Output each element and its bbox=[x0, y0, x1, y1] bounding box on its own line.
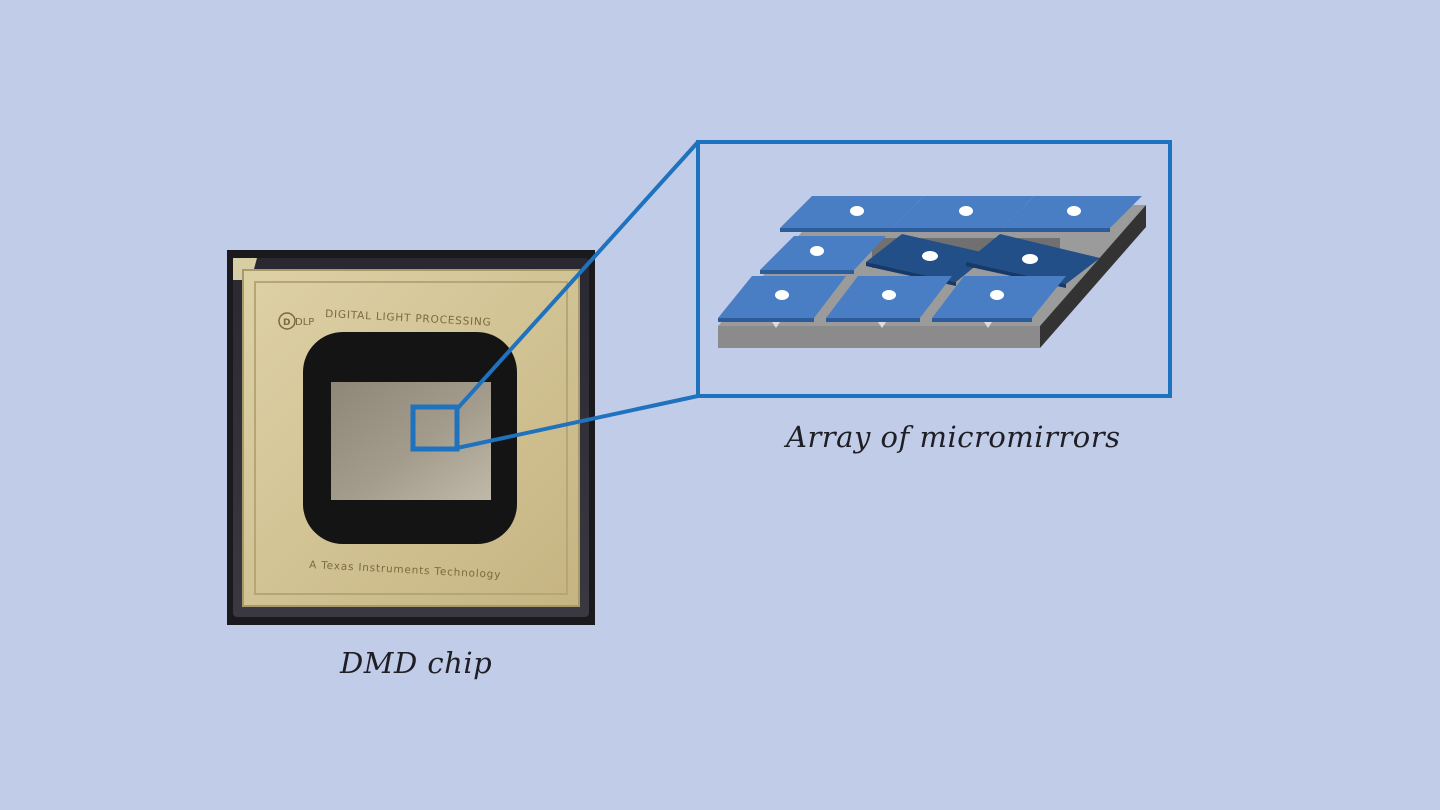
mirror-hinge bbox=[810, 246, 824, 256]
substrate-shadow bbox=[872, 238, 1060, 268]
substrate-side bbox=[1040, 205, 1146, 348]
micromirror-array bbox=[718, 196, 1146, 348]
svg-text:D: D bbox=[283, 318, 290, 328]
mirror-post bbox=[878, 322, 886, 328]
mirror bbox=[780, 196, 924, 228]
active-mirror-area bbox=[331, 382, 491, 500]
tilted-mirror bbox=[966, 234, 1100, 284]
mirror bbox=[892, 196, 1034, 228]
mirror-hinge bbox=[850, 206, 864, 216]
mirror bbox=[826, 276, 952, 318]
mirror-hinge bbox=[1067, 206, 1081, 216]
mirror-post bbox=[984, 322, 992, 328]
mirror bbox=[1002, 196, 1142, 228]
micromirror-array-caption: Array of micromirrors bbox=[786, 420, 1121, 454]
mirror-row-middle bbox=[760, 234, 1100, 288]
mirror bbox=[718, 276, 846, 318]
zoom-frame bbox=[698, 142, 1170, 396]
tilted-mirror bbox=[866, 234, 990, 282]
mirror-hinge bbox=[1022, 254, 1038, 264]
mirror-row-back bbox=[780, 196, 1142, 232]
dmd-chip-photo: D DLP DIGITAL LIGHT PROCESSING A Texas I… bbox=[227, 250, 595, 625]
mirror-hinge bbox=[882, 290, 896, 300]
substrate-top bbox=[718, 205, 1146, 326]
mirror-hinge bbox=[922, 251, 938, 261]
dmd-chip-caption: DMD chip bbox=[340, 646, 492, 680]
mirror-hinge bbox=[959, 206, 973, 216]
mirror-post bbox=[772, 322, 780, 328]
mirror-hinge bbox=[775, 290, 789, 300]
mirror-hinge bbox=[990, 290, 1004, 300]
mirror bbox=[760, 236, 886, 270]
substrate-front bbox=[718, 326, 1040, 348]
svg-text:DLP: DLP bbox=[295, 317, 314, 328]
mirror bbox=[932, 276, 1066, 318]
mirror-row-front bbox=[718, 276, 1066, 328]
